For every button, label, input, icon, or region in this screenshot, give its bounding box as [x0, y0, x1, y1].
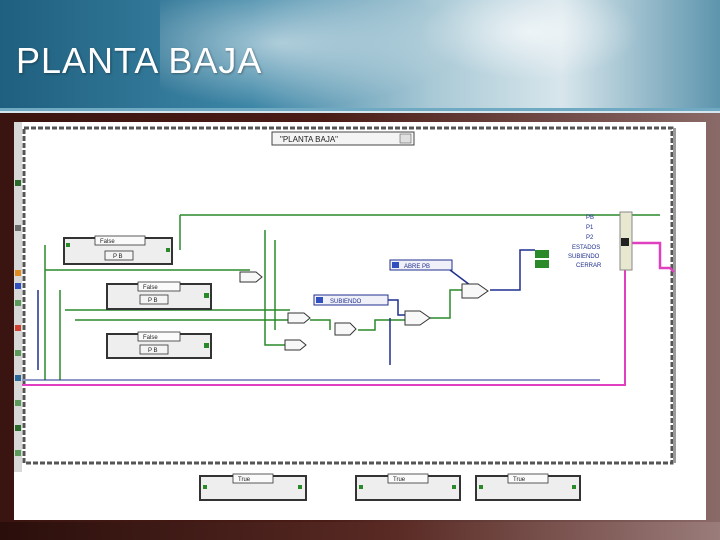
case-structure-3: False P B [106, 331, 212, 359]
wires [22, 214, 675, 386]
header-divider [0, 108, 720, 111]
diagram-canvas [14, 122, 706, 520]
svg-text:True: True [513, 477, 526, 483]
svg-text:ESTADOS: ESTADOS [572, 245, 600, 251]
case-structure-frame [22, 126, 674, 465]
header-divider-light [0, 111, 720, 113]
and-node [334, 322, 357, 336]
true-case-1: True [199, 473, 307, 501]
svg-text:P2: P2 [586, 235, 594, 241]
case-label: False [100, 239, 115, 245]
case-selector-label: "PLANTA BAJA" [280, 135, 338, 144]
svg-text:True: True [238, 477, 251, 483]
palette-markers [15, 180, 21, 456]
case-selector-arrow [399, 133, 412, 144]
svg-text:P1: P1 [586, 225, 594, 231]
true-case-3: True [475, 473, 581, 501]
shift-register-tunnel [621, 238, 629, 246]
case-structure-1: False P B [63, 235, 173, 265]
header-glow [420, 0, 640, 80]
local-variable-label: P B [113, 254, 123, 260]
loop-border-right [673, 128, 676, 463]
state-list: PB P1 P2 ESTADOS SUBIENDO CERRAR [568, 215, 602, 269]
svg-text:ABRE PB: ABRE PB [404, 264, 430, 270]
case-label: False [143, 285, 158, 291]
palette-strip [14, 122, 22, 472]
select-node [404, 310, 431, 326]
compare-node [284, 339, 307, 351]
header-glow [160, 0, 460, 108]
case-structure-2: False P B [106, 281, 212, 310]
svg-text:True: True [393, 477, 406, 483]
slide-header [0, 0, 720, 108]
case-label: False [143, 335, 158, 341]
local-variable-label: P B [148, 298, 158, 304]
compare-node [287, 312, 311, 324]
logic-nodes [239, 271, 489, 351]
compare-node [239, 271, 263, 283]
enum-abre-pb: ABRE PB [389, 259, 453, 271]
svg-text:CERRAR: CERRAR [576, 263, 602, 269]
local-variable-label: P B [148, 348, 158, 354]
slide-title: PLANTA BAJA [16, 40, 263, 81]
svg-text:SUBIENDO: SUBIENDO [568, 254, 600, 260]
select-node [461, 283, 489, 299]
state-list-indicator [535, 260, 549, 268]
svg-text:SUBIENDO: SUBIENDO [330, 299, 362, 305]
svg-text:PB: PB [586, 215, 594, 221]
slide-footer [0, 522, 720, 540]
case-selector [271, 131, 415, 146]
state-list-indicator [535, 250, 549, 258]
enum-subiendo: SUBIENDO [313, 294, 389, 306]
true-case-2: True [355, 473, 461, 501]
